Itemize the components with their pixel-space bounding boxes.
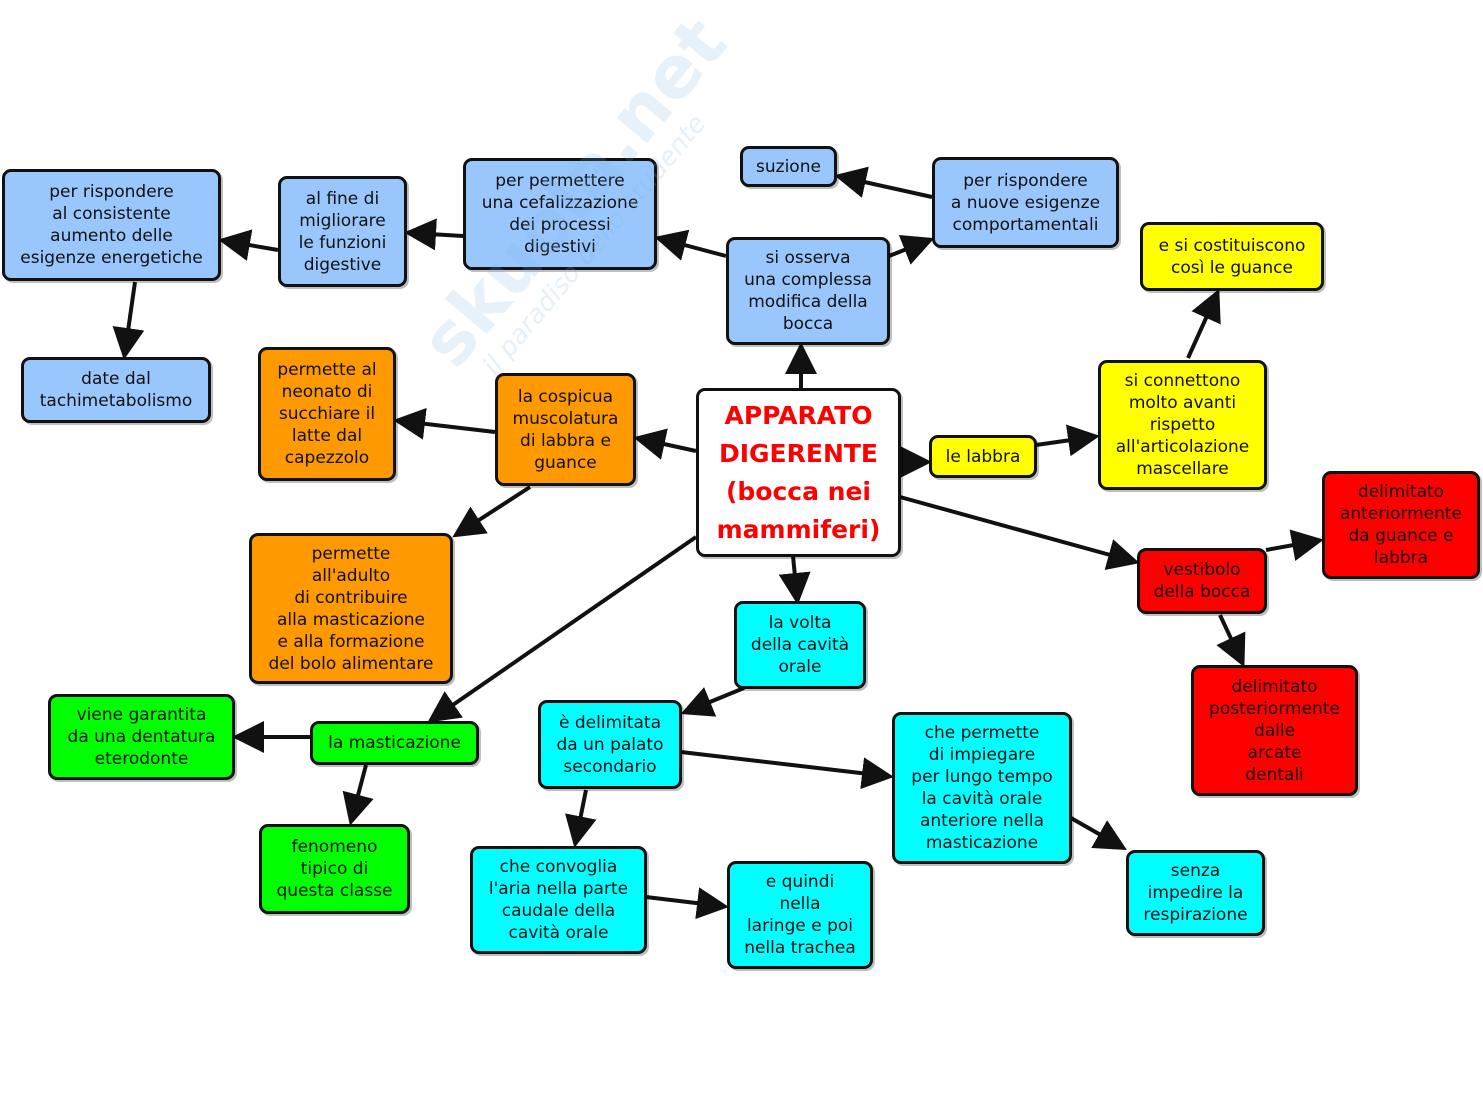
node-esigenze-comportamentali: per rispondere a nuove esigenze comporta… [932,157,1119,248]
node-impiegare: che permette di impiegare per lungo temp… [892,712,1072,864]
node-vestibolo: vestibolo della bocca [1137,548,1267,614]
node-posteriormente: delimitato posteriormente dalle arcate d… [1191,665,1358,796]
node-eterodonte: viene garantita da una dentatura eterodo… [48,694,235,780]
connector-arrow [1035,424,1100,457]
connector-arrow [888,234,935,265]
node-masticazione: la masticazione [310,721,479,765]
node-volta: la volta della cavità orale [734,601,866,689]
connector-arrow [645,887,729,920]
node-esigenze-energetiche: per rispondere al consistente aumento de… [2,169,221,281]
connector-arrow [218,229,279,261]
node-neonato: permette al neonato di succhiare il latt… [258,347,396,481]
connector-arrow [680,686,745,717]
node-convoglia: che convoglia l'aria nella parte caudale… [470,846,647,954]
connector-arrow [393,407,496,440]
connector-arrow [1186,288,1221,359]
connector-arrow [452,485,532,538]
connector-arrow [633,428,697,460]
node-tachimetabolismo: date dal tachimetabolismo [21,357,211,423]
node-modifica-bocca: si osserva una complessa modifica della … [726,237,890,345]
node-respirazione: senza impedire la respirazione [1126,850,1265,936]
connector-arrow [112,281,145,360]
node-laringe: e quindi nella laringe e poi nella trach… [727,861,873,969]
node-muscolatura: la cospicua muscolatura di labbra e guan… [495,373,636,486]
node-fenomeno: fenomeno tipico di questa classe [259,824,410,914]
connector-arrow [654,229,727,261]
node-suzione: suzione [740,146,837,187]
connector-arrow [1070,816,1127,850]
node-adulto: permette all'adulto di contribuire alla … [249,533,453,684]
node-cefalizzazione: per permettere una cefalizzazione dei pr… [463,158,657,270]
connector-arrow [1216,614,1246,668]
connector-arrow [342,764,374,826]
connector-arrow [404,218,464,251]
node-funzioni-digestive: al fine di migliorare le funzioni digest… [278,176,407,287]
node-anteriormente: delimitato anteriormente da guance e lab… [1322,471,1480,579]
connector-arrow [899,495,1140,571]
connector-arrow [427,535,698,723]
node-labbra: le labbra [929,435,1037,478]
connector-arrow [565,789,597,848]
connector-arrow [778,555,811,605]
connector-arrow [680,750,894,790]
node-palato: è delimitata da un palato secondario [538,700,682,789]
central-topic: APPARATO DIGERENTE (bocca nei mammiferi) [696,388,901,557]
connector-arrow [1265,529,1324,561]
node-connettono: si connettono molto avanti rispetto all'… [1098,360,1267,490]
connector-arrow [834,166,933,199]
node-guance: e si costituiscono così le guance [1140,222,1324,291]
